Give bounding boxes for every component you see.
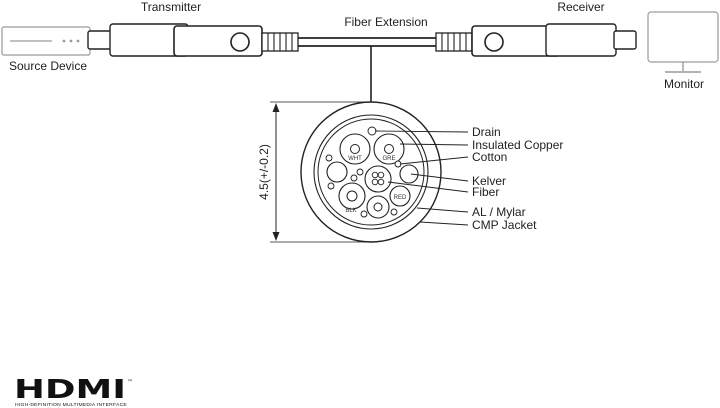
callout-drain: Drain xyxy=(472,125,501,139)
source-device xyxy=(1,26,91,56)
diameter-dimension xyxy=(270,101,372,243)
source-device-label: Source Device xyxy=(9,59,87,73)
hdmi-logo-subtitle: HIGH-DEFINITION MULTIMEDIA INTERFACE xyxy=(15,402,127,407)
transmitter-label: Transmitter xyxy=(141,0,201,14)
wire-tag-gre: GRE xyxy=(382,156,395,162)
callout-fiber: Fiber xyxy=(472,185,499,199)
callout-cmp-jacket: CMP Jacket xyxy=(472,218,537,232)
cable-cross-section: WHT GRE RED BLK xyxy=(300,101,442,243)
wire-tag-wht: WHT xyxy=(348,156,362,162)
wire-tag-blk: BLK xyxy=(345,208,356,214)
hdmi-logo: HDMI ™ HIGH-DEFINITION MULTIMEDIA INTERF… xyxy=(14,375,133,407)
callout-insulated-copper: Insulated Copper xyxy=(472,138,563,152)
transmitter-module xyxy=(87,23,299,57)
receiver-label: Receiver xyxy=(557,0,604,14)
fiber-cable xyxy=(298,37,436,47)
fiber-extension-label: Fiber Extension xyxy=(344,15,427,29)
receiver-module xyxy=(435,23,637,57)
callout-leaders xyxy=(374,130,469,226)
wire-tag-red: RED xyxy=(394,195,407,201)
monitor-label: Monitor xyxy=(664,77,704,91)
callout-cotton: Cotton xyxy=(472,150,507,164)
hdmi-logo-wordmark: HDMI xyxy=(14,375,126,405)
diameter-label: 4.5(+/-0.2) xyxy=(257,144,271,200)
hdmi-logo-trademark: ™ xyxy=(127,379,133,386)
callout-al-mylar: AL / Mylar xyxy=(472,205,526,219)
callout-kelver: Kelver xyxy=(472,174,506,188)
monitor-icon xyxy=(647,11,719,73)
